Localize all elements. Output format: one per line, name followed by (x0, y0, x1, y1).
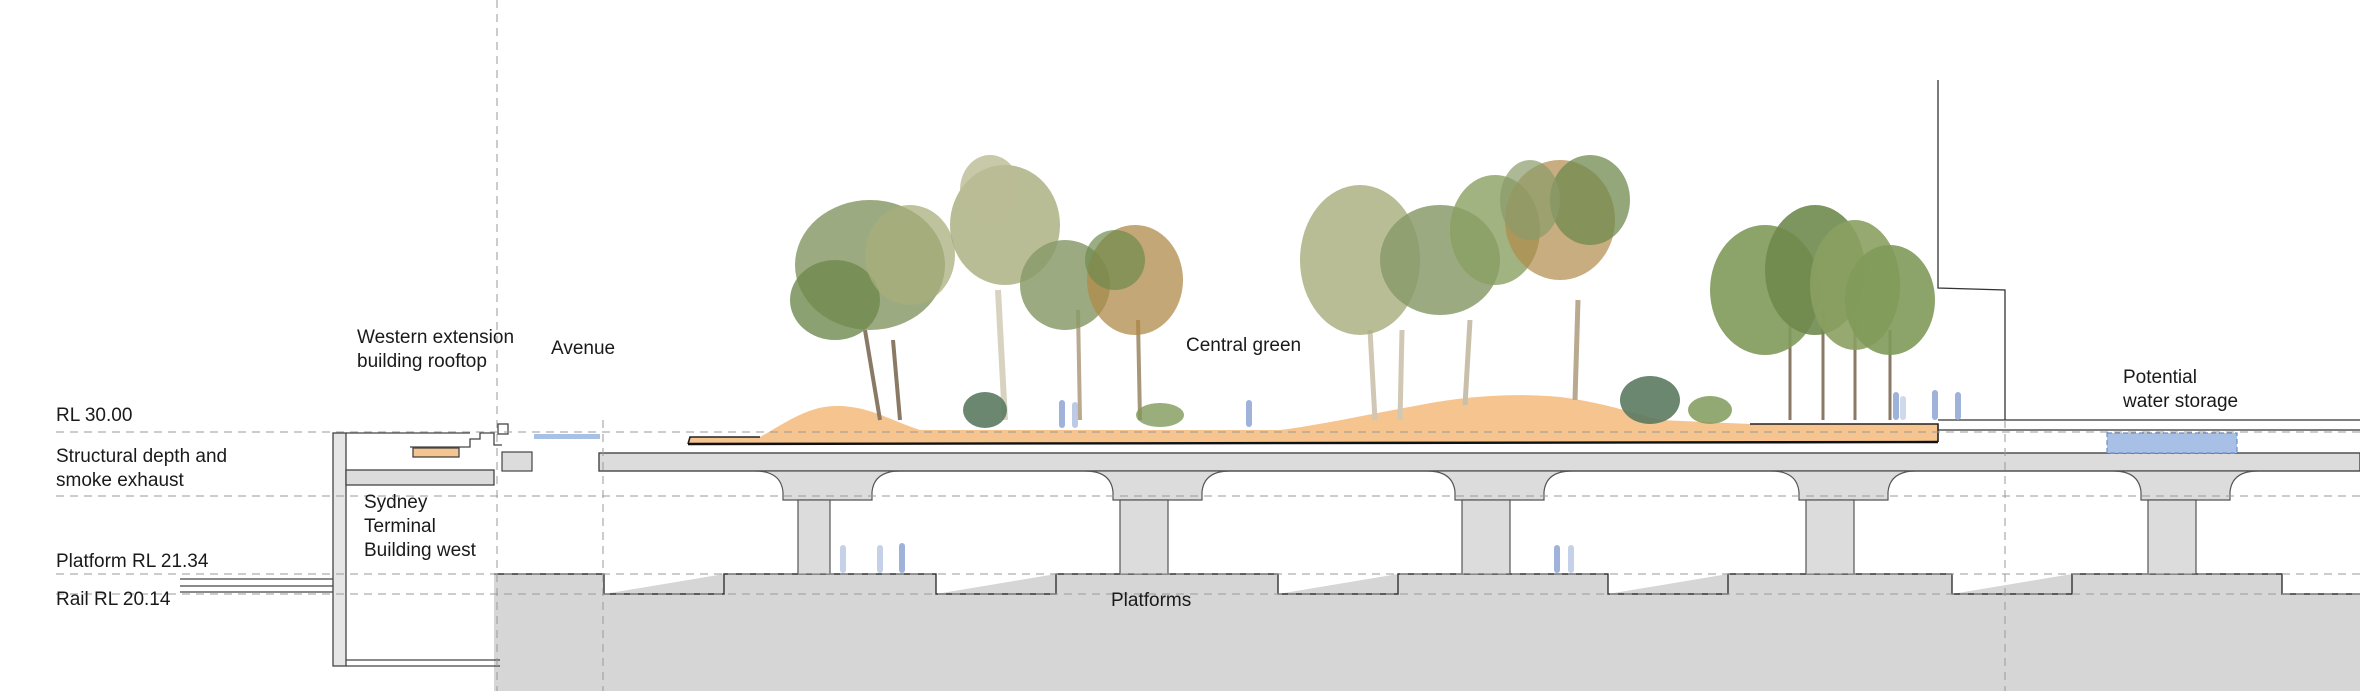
structural-depth-line-1: Structural depth and (56, 446, 228, 467)
avenue-label: Avenue (551, 338, 616, 359)
reference-lines (56, 0, 2360, 691)
water-storage-line-1: Potential (2123, 367, 2197, 388)
western-extension-label: Western extension building rooftop (357, 326, 514, 374)
sydney-terminal-line-3: Building west (364, 540, 476, 561)
west-deck-slab (501, 451, 533, 472)
water-storage-line-2: water storage (2123, 391, 2239, 412)
structural-depth-line-2: smoke exhaust (56, 470, 184, 491)
avenue-water-strip (534, 434, 600, 439)
sydney-terminal-line-1: Sydney (364, 492, 428, 513)
east-building-outline (1937, 80, 2360, 431)
landform-base-line (687, 440, 1939, 446)
structural-depth-label: Structural depth and smoke exhaust (56, 445, 227, 493)
rl-30-label: RL 30.00 (56, 405, 133, 426)
people (840, 390, 1961, 573)
western-extension-line-2: building rooftop (357, 351, 487, 372)
rail-rl-label: Rail RL 20.14 (56, 589, 171, 610)
ground-mass (494, 574, 2360, 691)
platforms-label: Platforms (1111, 590, 1192, 611)
tree-group-west (790, 155, 1184, 428)
tree-group-central (1300, 155, 1732, 424)
water-storage-tank (2106, 432, 2238, 454)
platform-profile-line (494, 573, 2360, 595)
terminal-building (180, 423, 509, 667)
deck-slab (598, 452, 2360, 472)
sydney-terminal-label: Sydney Terminal Building west (364, 491, 476, 563)
deck-supports (754, 470, 2259, 575)
water-storage-label: Potential water storage (2123, 366, 2238, 414)
western-extension-line-1: Western extension (357, 327, 515, 348)
central-green-label: Central green (1186, 335, 1302, 356)
landform-edge (687, 423, 1939, 445)
tree-group-east (1710, 205, 1935, 420)
platform-rl-label: Platform RL 21.34 (56, 551, 209, 572)
sydney-terminal-line-2: Terminal (364, 516, 436, 537)
trees (790, 155, 1935, 428)
